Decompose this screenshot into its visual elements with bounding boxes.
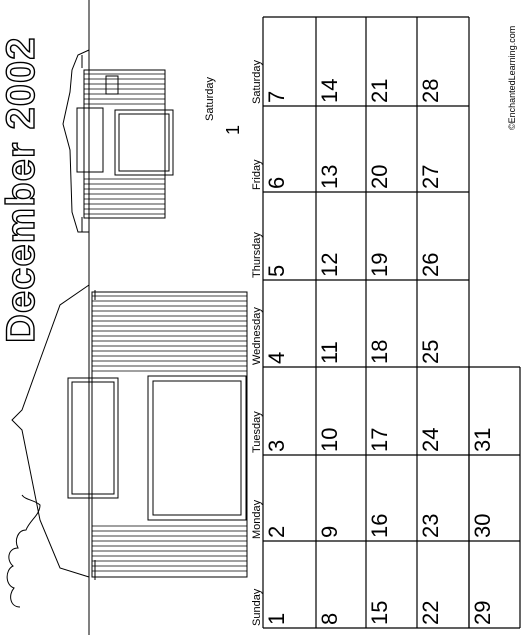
credit-text: ©EnchantedLearning.com [507, 25, 517, 130]
day-number: 16 [367, 513, 392, 538]
weekday-label-saturday: Saturday [251, 59, 263, 104]
weekday-label-friday: Friday [251, 159, 263, 190]
weekday-label-monday: Monday [251, 499, 263, 539]
weekday-label-wednesday: Wednesday [251, 307, 263, 365]
day-number: 17 [367, 427, 392, 452]
day-number: 27 [418, 164, 443, 189]
weekday-label-sunday: Sunday [251, 588, 263, 626]
day-number: 7 [264, 90, 289, 103]
weekday-label-tuesday: Tuesday [251, 411, 263, 453]
day-number: 24 [418, 427, 443, 452]
day-number: 12 [317, 252, 342, 277]
day-number: 25 [418, 339, 443, 364]
extra-day-number: 1 [223, 124, 243, 135]
day-number: 20 [367, 164, 392, 189]
day-number: 15 [367, 600, 392, 625]
weekday-label-thursday: Thursday [251, 232, 263, 278]
day-number: 11 [317, 341, 342, 364]
day-number: 19 [367, 252, 392, 277]
day-number: 29 [470, 600, 495, 625]
day-number: 28 [418, 78, 443, 103]
day-number: 18 [367, 339, 392, 364]
day-number: 6 [264, 176, 289, 189]
day-number: 10 [317, 427, 342, 452]
day-number: 22 [418, 600, 443, 625]
day-number: 5 [264, 264, 289, 277]
day-number: 9 [317, 525, 342, 538]
day-number: 21 [367, 78, 392, 103]
day-number: 1 [264, 612, 289, 625]
day-number: 4 [264, 351, 289, 364]
day-number: 26 [418, 252, 443, 277]
calendar-title: December 2002 [0, 36, 44, 344]
day-number: 2 [264, 525, 289, 538]
day-number: 13 [317, 164, 342, 189]
day-number: 23 [418, 513, 443, 538]
day-number: 3 [264, 439, 289, 452]
day-number: 14 [317, 78, 342, 103]
day-number: 31 [470, 427, 495, 452]
day-number: 30 [470, 513, 495, 538]
day-number: 8 [317, 612, 342, 625]
extra-day-name: Saturday [204, 76, 216, 121]
